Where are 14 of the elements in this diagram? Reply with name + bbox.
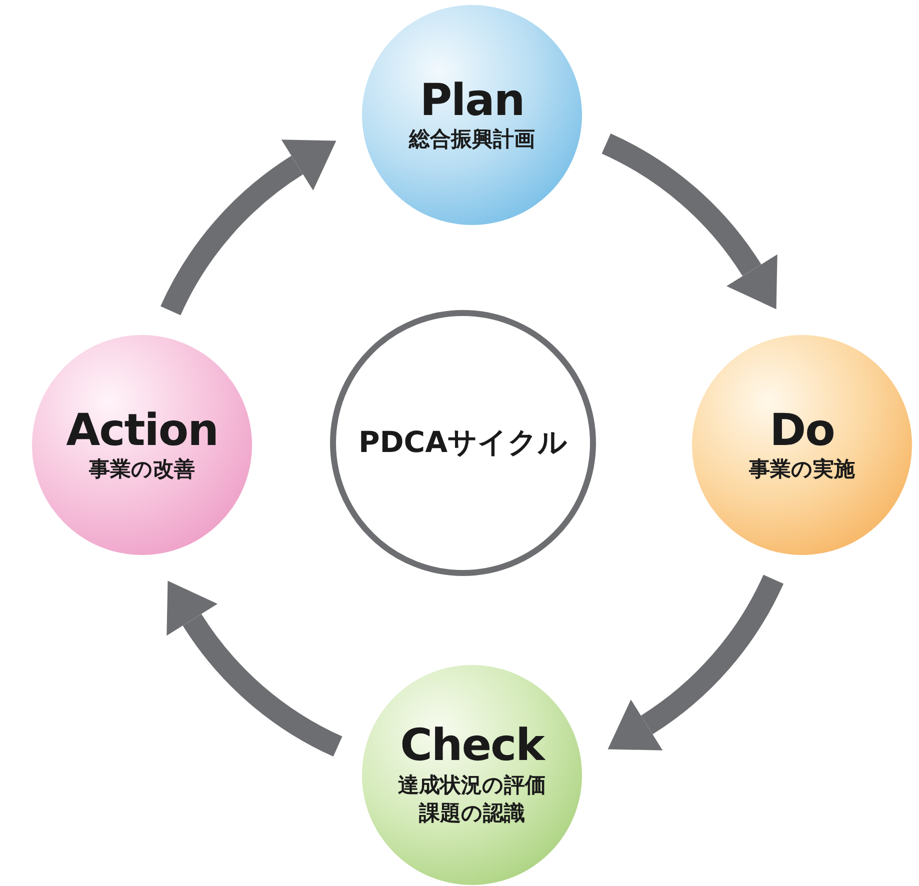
stage-description: 総合振興計画 xyxy=(409,126,535,154)
stage-description: 事業の改善 xyxy=(89,456,195,484)
cycle-arrow xyxy=(609,574,784,752)
stage-description: 課題の認識 xyxy=(419,800,525,828)
cycle-title: PDCAサイクル xyxy=(358,424,568,461)
cycle-arrow xyxy=(160,138,335,316)
stage-description: 達成状況の評価 xyxy=(398,772,546,799)
cycle-arrow xyxy=(165,582,343,756)
stage-name: Plan xyxy=(420,76,524,126)
stage-name: Check xyxy=(400,722,544,771)
stage-description: 事業の実施 xyxy=(749,456,855,484)
stage-name: Do xyxy=(770,406,834,456)
stage-name: Action xyxy=(66,406,218,456)
cycle-arrow xyxy=(601,134,779,308)
